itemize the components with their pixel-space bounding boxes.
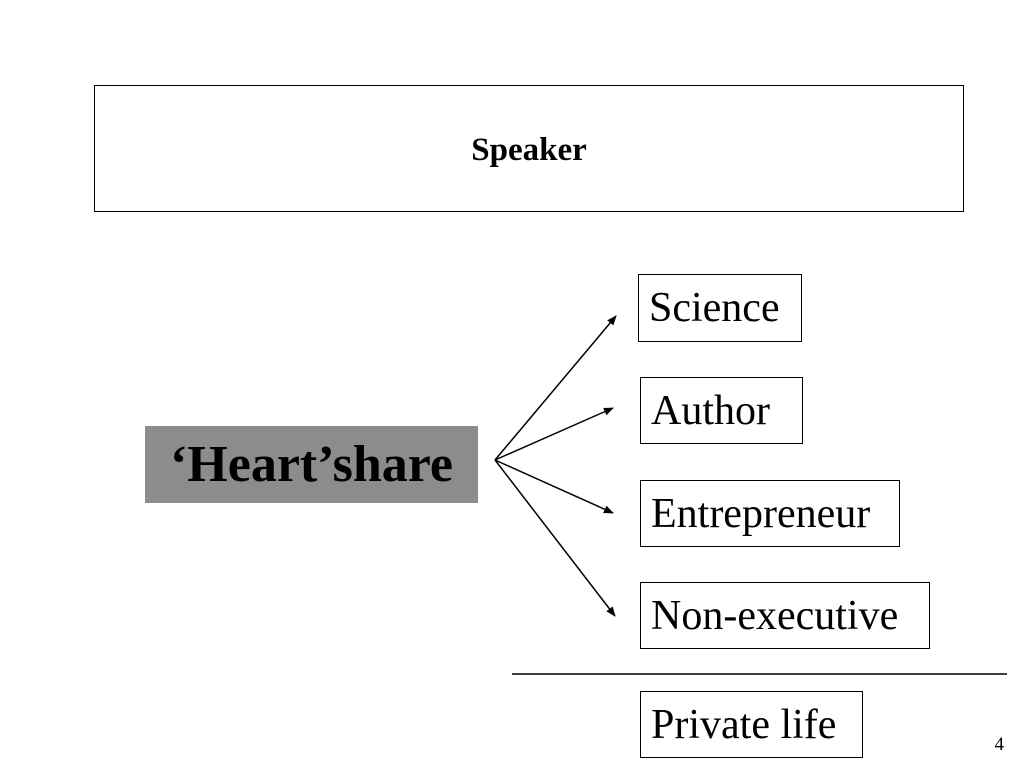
arrow-to-entrepreneur [494, 459, 614, 514]
role-box-non-executive: Non-executive [640, 582, 930, 649]
slide-title: Speaker [471, 132, 587, 168]
role-label: Science [649, 285, 780, 331]
role-box-private-life: Private life [640, 691, 863, 758]
arrow-to-science [494, 315, 617, 461]
role-label: Non-executive [651, 592, 899, 639]
page-number: 4 [994, 734, 1005, 755]
role-label: Entrepreneur [651, 490, 871, 537]
private-life-label: Private life [651, 701, 837, 748]
role-box-author: Author [640, 377, 803, 444]
center-node-label: ‘Heart’share [169, 436, 453, 493]
center-node: ‘Heart’share [145, 426, 478, 503]
role-label: Author [651, 387, 770, 434]
arrow-to-non-executive [494, 459, 616, 617]
title-box: Speaker [94, 85, 964, 212]
role-box-science: Science [638, 274, 802, 342]
arrow-to-author [494, 407, 614, 461]
role-box-entrepreneur: Entrepreneur [640, 480, 900, 547]
